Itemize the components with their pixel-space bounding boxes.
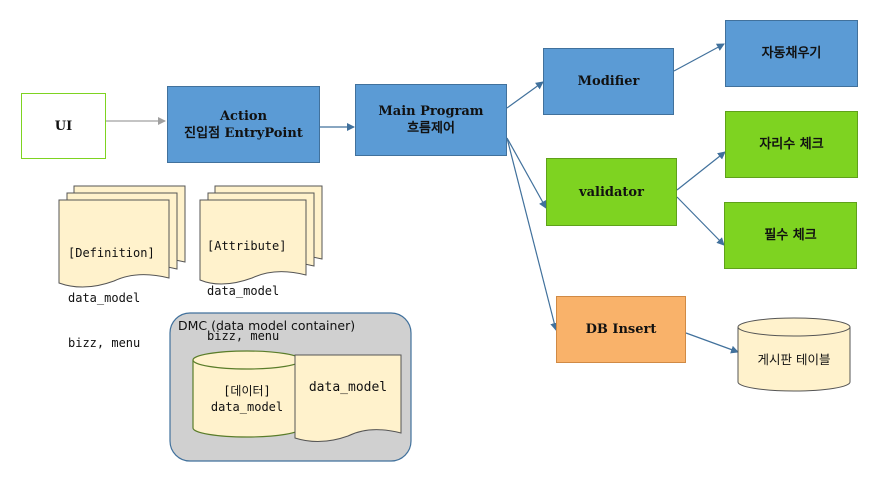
- arrow-validator-to-digits: [676, 151, 726, 191]
- attribute-doc-line: data_model: [207, 284, 280, 298]
- action-entrypoint-node: Action 진입점 EntryPoint: [167, 86, 320, 163]
- ui-node-label: UI: [54, 118, 73, 134]
- arrow-validator-to-required: [676, 196, 725, 246]
- board-table-cylinder: [737, 317, 851, 392]
- attribute-doc-line: bizz, menu: [207, 329, 280, 343]
- dmc-cylinder-line1: [데이터]: [223, 384, 271, 398]
- arrow-modifier-to-autofill: [673, 43, 725, 72]
- dmc-data-document: [294, 354, 402, 442]
- modifier-node-label: Modifier: [577, 74, 640, 89]
- arrow-main-to-modifier: [506, 81, 544, 109]
- arrow-main-to-dbinsert: [506, 137, 559, 331]
- validator-node: validator: [546, 158, 677, 226]
- db-insert-node-label: DB Insert: [585, 322, 657, 337]
- attribute-document-stack: [199, 185, 323, 285]
- definition-document-text: [Definition] data_model bizz, menu: [68, 216, 155, 366]
- definition-doc-line: data_model: [68, 291, 141, 305]
- autofill-node-label: 자동채우기: [761, 46, 822, 61]
- attribute-document-text: [Attribute] data_model bizz, menu: [207, 209, 286, 359]
- modifier-node: Modifier: [543, 48, 674, 115]
- action-node-subtitle: 진입점 EntryPoint: [184, 125, 303, 141]
- action-node-title: Action: [219, 108, 268, 124]
- board-table-label: 게시판 테이블: [757, 352, 831, 367]
- dmc-document-label: data_model: [308, 380, 388, 395]
- main-node-title: Main Program: [378, 104, 484, 119]
- attribute-doc-line: [Attribute]: [207, 239, 287, 253]
- definition-doc-line: [Definition]: [68, 246, 155, 260]
- dmc-cylinder-label: [데이터] data_model: [193, 383, 301, 415]
- ui-node: UI: [21, 93, 106, 159]
- arrow-dbinsert-to-board: [685, 332, 739, 354]
- db-insert-node: DB Insert: [556, 296, 686, 363]
- arrow-main-to-validator: [506, 137, 547, 209]
- validator-node-label: validator: [579, 184, 644, 200]
- definition-document-stack: [58, 185, 186, 288]
- required-check-node-label: 필수 체크: [764, 228, 817, 243]
- dmc-title: DMC (data model container): [178, 318, 356, 333]
- main-node-subtitle: 흐름제어: [407, 121, 455, 136]
- digits-check-node: 자리수 체크: [725, 111, 858, 178]
- dmc-cylinder-line2: data_model: [210, 400, 284, 414]
- definition-doc-line: bizz, menu: [68, 336, 141, 350]
- required-check-node: 필수 체크: [724, 202, 857, 269]
- digits-check-node-label: 자리수 체크: [759, 137, 824, 152]
- autofill-node: 자동채우기: [725, 20, 858, 87]
- main-program-node: Main Program 흐름제어: [355, 84, 507, 156]
